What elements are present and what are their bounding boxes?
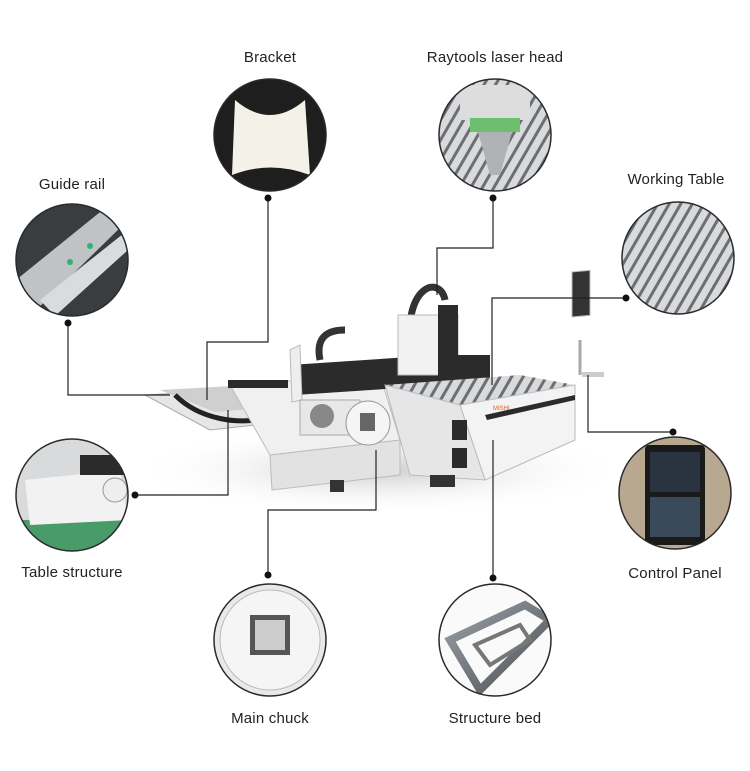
- laser-head-photo: [439, 79, 551, 191]
- label-table-structure: Table structure: [21, 564, 123, 581]
- leader-dots: [64, 194, 677, 582]
- bracket-photo: [214, 79, 326, 191]
- label-guide-rail: Guide rail: [38, 176, 106, 193]
- label-bracket: Bracket: [243, 49, 297, 66]
- table-structure-photo: [16, 439, 128, 551]
- circle-borders: [15, 78, 735, 697]
- label-control-panel: Control Panel: [628, 565, 722, 582]
- label-working-table: Working Table: [627, 171, 725, 188]
- main-chuck-photo: [214, 584, 326, 696]
- control-panel-photo: [619, 437, 731, 549]
- label-main-chuck: Main chuck: [231, 710, 309, 727]
- working-table-photo: [622, 202, 734, 314]
- label-laser-head: Raytools laser head: [426, 49, 564, 66]
- leader-lines: [67, 198, 673, 578]
- laser-cutting-machine: MISHI: [130, 269, 630, 515]
- guide-rail-photo: [16, 204, 128, 316]
- label-structure-bed: Structure bed: [448, 710, 542, 727]
- svg-text:MISHI: MISHI: [493, 406, 510, 412]
